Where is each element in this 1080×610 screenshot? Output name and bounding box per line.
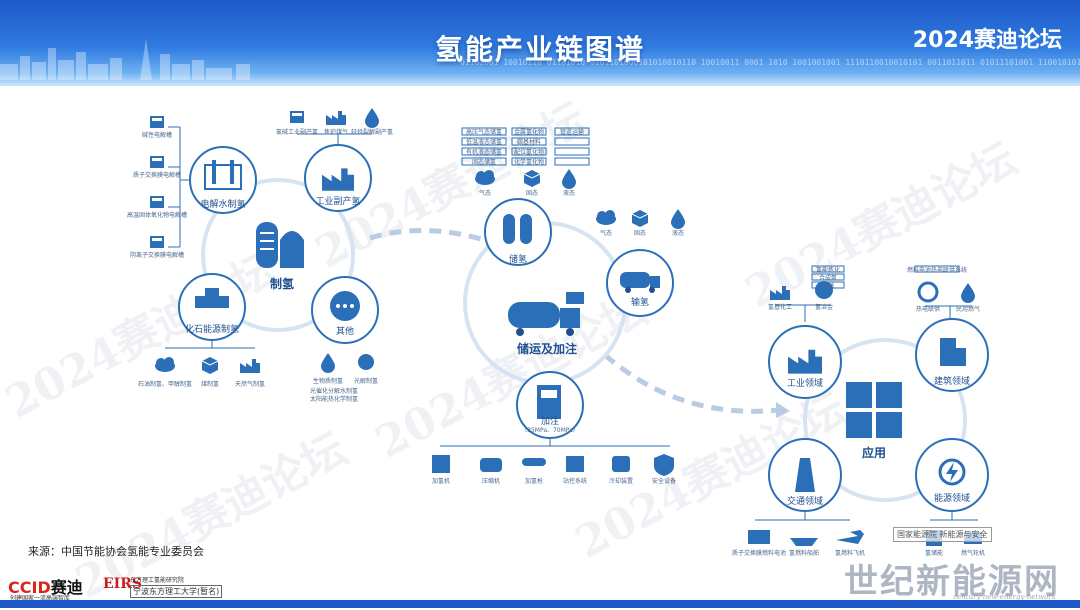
production-center-label: 制氢 bbox=[269, 277, 295, 291]
energy-item-label: 燃气轮机 bbox=[960, 550, 986, 557]
energy-item-label: 氢储能 bbox=[924, 550, 944, 557]
node-label-transportation: 交通领域 bbox=[786, 497, 824, 507]
station-item-label: 冷却装置 bbox=[608, 478, 634, 485]
ccid-slogan: 创建国家一流高端智库 bbox=[10, 595, 71, 602]
node-label-building: 建筑领域 bbox=[933, 377, 971, 387]
station-item-label: 加氢枪 bbox=[524, 478, 544, 485]
storage-detail-label: 管道运输 bbox=[559, 129, 585, 136]
transport-form-label: 液态 bbox=[671, 230, 685, 237]
node-label-industry: 工业领域 bbox=[786, 379, 824, 389]
station-item-label: 安全设备 bbox=[651, 478, 677, 485]
byproduct-type-label: 氯碱工业副产氢 bbox=[275, 129, 319, 136]
ccid-logo-red: CCID bbox=[8, 578, 51, 597]
application-center-label: 应用 bbox=[861, 446, 887, 460]
site-watermark-en: century-new-energy-network bbox=[953, 593, 1056, 601]
node-label-transport: 输氢 bbox=[630, 298, 650, 308]
industry-sub-label: 甲醇 bbox=[821, 283, 835, 290]
industry-sub-label: 氢能炼化 bbox=[815, 267, 841, 274]
storage-form-label: 液态 bbox=[562, 190, 576, 197]
byproduct-type-label: 轻烃裂解副产氢 bbox=[350, 129, 394, 136]
node-label-byproduct: 工业副产氢 bbox=[315, 197, 361, 207]
transport-form-label: 固态 bbox=[633, 230, 647, 237]
transport-item-label: 质子交换膜燃料电池 bbox=[731, 550, 787, 557]
title-banner: 01101001 10010110 01101010 0101101000101… bbox=[0, 0, 1080, 86]
storage-center-label: 储运及加注 bbox=[516, 342, 578, 356]
storage-detail-label: 高压气态储氢 bbox=[465, 129, 503, 136]
bottom-strip bbox=[0, 600, 1080, 608]
eirs-institute-name: 东方理工氢能研究院 bbox=[130, 577, 185, 584]
station-item-label: 站控系统 bbox=[562, 478, 588, 485]
node-label-electrolysis: 电解水制氢 bbox=[200, 200, 246, 210]
transport-form-label: 气态 bbox=[599, 230, 613, 237]
eirs-logo: EIRS bbox=[103, 576, 142, 592]
other-sub-label: 光催化分解水制氢 bbox=[309, 388, 359, 395]
industry-item-label: 氢基化工 bbox=[767, 304, 793, 311]
station-item-label: 加氢机 bbox=[431, 478, 451, 485]
electrolysis-type-label: 碱性电解槽 bbox=[141, 132, 173, 139]
industry-sub-label: 合成氨 bbox=[818, 275, 838, 282]
node-label-energy: 能源领域 bbox=[933, 494, 971, 504]
industry-item-label: 氢冶金 bbox=[814, 304, 834, 311]
storage-detail-label: 化学氢化物 bbox=[513, 159, 545, 166]
storage-detail-label: 有机液态储氢 bbox=[465, 149, 503, 156]
node-label-storage: 储氢 bbox=[508, 255, 528, 265]
building-sub-label: 燃料电池热电联供系统 bbox=[906, 267, 968, 274]
ccid-logo-black: 赛迪 bbox=[50, 578, 83, 597]
transport-item-label: 氢燃料船舶 bbox=[788, 550, 820, 557]
transport-item-label: 氢燃料飞机 bbox=[834, 550, 866, 557]
storage-detail-label: 配位氢化物 bbox=[513, 149, 545, 156]
storage-form-label: 气态 bbox=[478, 190, 492, 197]
building-item-label: 热电联供 bbox=[915, 306, 941, 313]
other-type-label: 光解制氢 bbox=[353, 378, 379, 385]
byproduct-type-label: 焦炉煤气 bbox=[323, 129, 349, 136]
fossil-type-label: 天然气制氢 bbox=[234, 381, 266, 388]
refueling-pressure-label: （35MPa、70MPa） bbox=[521, 427, 579, 434]
station-item-label: 压缩机 bbox=[481, 478, 501, 485]
storage-detail-label: 金属氢化物 bbox=[513, 129, 545, 136]
fossil-type-label: 石油制氢、甲醇制氢 bbox=[137, 381, 193, 388]
node-label-other: 其他 bbox=[335, 327, 355, 337]
storage-detail-label: 低温液态储氢 bbox=[465, 139, 503, 146]
electrolysis-type-label: 质子交换膜电解槽 bbox=[132, 172, 182, 179]
electrolysis-type-label: 高温固体氧化物电解槽 bbox=[126, 212, 188, 219]
overlay-stamp: 国家能源院 新能源与安全 bbox=[893, 527, 992, 542]
storage-detail-label: 碳基材料 bbox=[516, 139, 542, 146]
other-sub-label: 太阳能热化学制氢 bbox=[309, 396, 359, 403]
page-title: 氢能产业链图谱 bbox=[434, 33, 645, 66]
brand-label: 2024赛迪论坛 bbox=[912, 28, 1062, 53]
hydrogen-chain-diagram bbox=[150, 108, 989, 546]
storage-form-label: 固态 bbox=[525, 190, 539, 197]
source-note: 来源：中国节能协会氢能专业委员会 bbox=[28, 545, 204, 558]
city-skyline-icon bbox=[0, 38, 250, 80]
building-item-label: 民用燃气 bbox=[955, 306, 981, 313]
ccid-logo: CCID赛迪 bbox=[8, 574, 83, 598]
node-label-fossil: 化石能源制氢 bbox=[184, 325, 240, 335]
fossil-type-label: 煤制氢 bbox=[200, 381, 220, 388]
other-type-label: 生物质制氢 bbox=[312, 378, 344, 385]
storage-detail-label: 固态储氢 bbox=[471, 159, 497, 166]
node-label-refueling: 加注 bbox=[540, 417, 560, 427]
university-name: 宁波东方理工大学(暂名) bbox=[130, 585, 223, 598]
binary-decoration: 01101001 10010110 01101010 0101101000101… bbox=[460, 58, 1080, 67]
site-watermark: 世纪新能源网 bbox=[844, 562, 1060, 602]
electrolysis-type-label: 阴离子交换膜电解槽 bbox=[129, 252, 185, 259]
